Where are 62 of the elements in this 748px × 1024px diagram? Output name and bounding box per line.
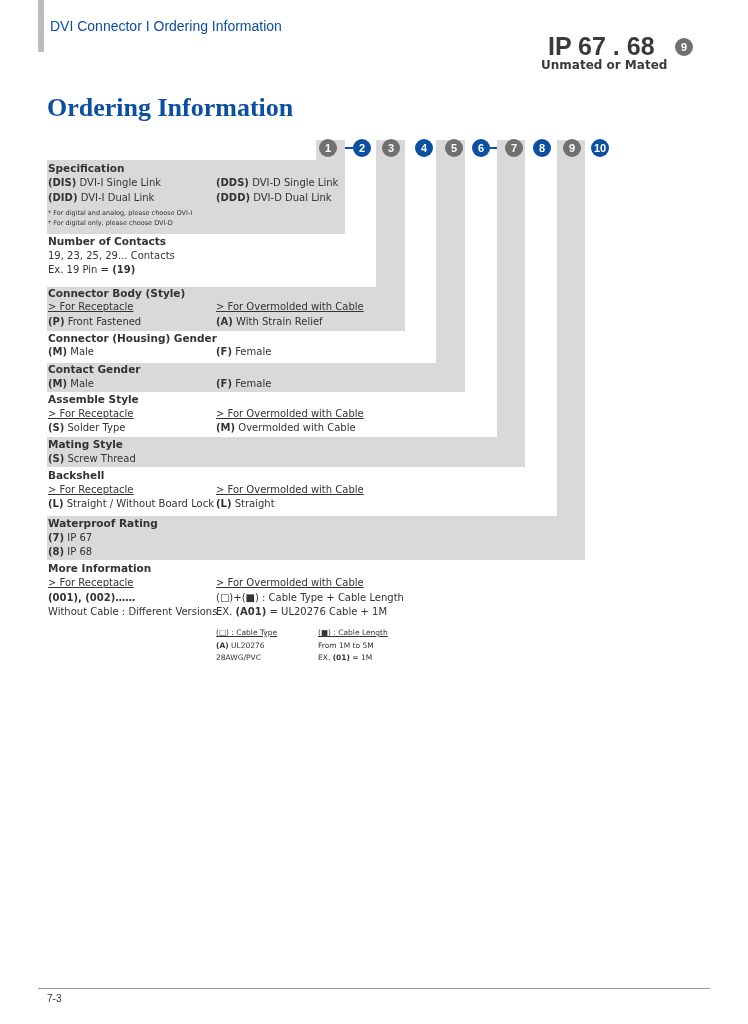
subheading-text: > For Receptacle: [48, 408, 134, 420]
option-text: (F) Female: [216, 378, 272, 390]
number-badge: 8: [533, 139, 551, 157]
option-text: (S) Screw Thread: [48, 453, 136, 465]
subheading-text: > For Receptacle: [48, 301, 134, 313]
shaded-band: [47, 160, 345, 234]
number-badge: 6: [472, 139, 490, 157]
number-badge: 3: [382, 139, 400, 157]
option-text: (7) IP 67: [48, 532, 93, 544]
section-heading: More Information: [48, 562, 152, 575]
option-text: Ex. 19 Pin = (19): [48, 264, 136, 276]
subheading-text: > For Receptacle: [48, 577, 134, 589]
number-badge: 9: [675, 38, 693, 56]
rating-heading: IP 67 . 68: [548, 31, 655, 60]
option-text: (M) Male: [48, 378, 94, 390]
section-heading: Specification: [48, 162, 125, 175]
subheading-text: > For Overmolded with Cable: [216, 301, 364, 313]
option-text: (F) Female: [216, 346, 272, 358]
option-text: (L) Straight / Without Board Lock: [48, 498, 214, 510]
section-heading: Backshell: [48, 469, 105, 482]
option-text: (DDS) DVI-D Single Link: [216, 177, 339, 189]
option-text: (8) IP 68: [48, 546, 93, 558]
number-badge: 4: [415, 139, 433, 157]
option-text: (P) Front Fastened: [48, 316, 142, 328]
option-text: (A) With Strain Relief: [216, 316, 323, 328]
section-heading: Connector Body (Style): [48, 287, 186, 300]
option-text: EX. (A01) = UL20276 Cable + 1M: [216, 606, 388, 618]
subheading-text: > For Overmolded with Cable: [216, 484, 364, 496]
section-heading: Assemble Style: [48, 393, 139, 406]
subheading-text: > For Overmolded with Cable: [216, 577, 364, 589]
option-text: (001), (002)……: [48, 592, 136, 604]
section-heading: Waterproof Rating: [48, 517, 158, 530]
option-text: (S) Solder Type: [48, 422, 126, 434]
option-text: (DIS) DVI-I Single Link: [48, 177, 161, 189]
page-title: Ordering Information: [47, 92, 294, 124]
number-badge: 1: [319, 139, 337, 157]
option-text: (M) Overmolded with Cable: [216, 422, 356, 434]
section-heading: Number of Contacts: [48, 235, 167, 248]
option-text: (DDD) DVI-D Dual Link: [216, 192, 332, 204]
shaded-band: [47, 363, 465, 392]
section-heading: Contact Gender: [48, 363, 141, 376]
option-text: (□)+(■) : Cable Type + Cable Length: [216, 592, 404, 604]
shaded-band: [47, 287, 405, 331]
option-text: 19, 23, 25, 29... Contacts: [48, 250, 175, 262]
option-text: (L) Straight: [216, 498, 275, 510]
number-badge: 7: [505, 139, 523, 157]
option-text: (M) Male: [48, 346, 94, 358]
subheading-text: > For Receptacle: [48, 484, 134, 496]
shaded-band: [47, 516, 585, 560]
page-number: 7-3: [47, 993, 62, 1005]
option-text: Without Cable : Different Versions: [48, 606, 218, 618]
option-text: (DID) DVI-I Dual Link: [48, 192, 155, 204]
number-badge: 2: [353, 139, 371, 157]
number-badge: 10: [591, 139, 609, 157]
subheading-text: > For Overmolded with Cable: [216, 408, 364, 420]
section-heading: Mating Style: [48, 438, 123, 451]
header-text: DVI Connector I Ordering Information: [50, 18, 282, 35]
shaded-band: [47, 437, 525, 467]
number-badge: 5: [445, 139, 463, 157]
number-badge: 9: [563, 139, 581, 157]
rating-subtitle: Unmated or Mated: [541, 58, 668, 73]
section-heading: Connector (Housing) Gender: [48, 332, 217, 345]
